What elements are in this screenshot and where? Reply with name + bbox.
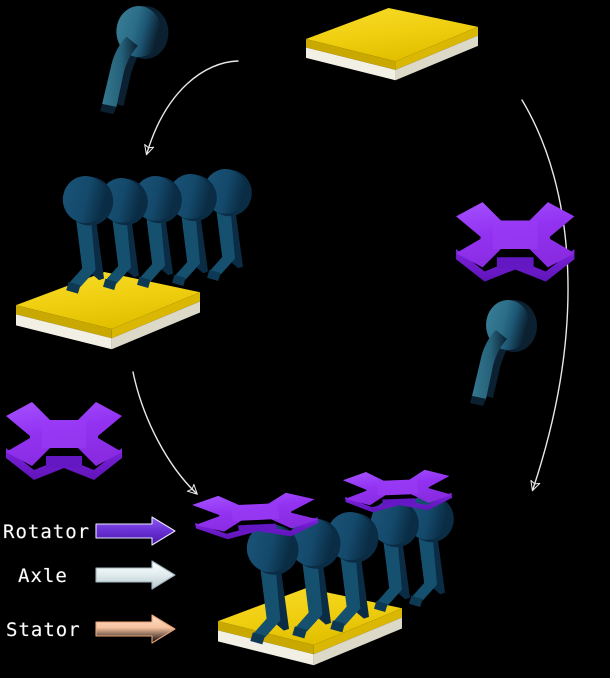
stage-rotator-free-right[interactable] — [456, 202, 575, 282]
legend-label-stator: Stator — [6, 619, 81, 641]
legend-item-axle[interactable]: Axle — [18, 560, 176, 590]
legend-arrow-rotator — [95, 516, 176, 546]
legend: Rotator Axle Stator — [3, 516, 176, 644]
flow-arrows — [132, 60, 569, 495]
stage-assembled-rotors[interactable] — [190, 468, 454, 666]
legend-label-rotator: Rotator — [3, 521, 90, 543]
axle-unit — [370, 500, 419, 612]
legend-label-axle: Axle — [18, 565, 68, 587]
flow-arrow-top-left — [144, 60, 239, 156]
legend-arrow-stator — [95, 614, 176, 644]
flow-arrow-right-big — [521, 99, 569, 492]
legend-item-rotator[interactable]: Rotator — [3, 516, 176, 546]
stage-axle-single-top[interactable] — [100, 6, 169, 115]
stage-stator-slab-top[interactable] — [306, 8, 478, 81]
legend-item-stator[interactable]: Stator — [6, 614, 176, 644]
flow-arrow-bottom-left — [132, 371, 198, 495]
stage-axle-single-right[interactable] — [470, 300, 537, 406]
stage-rotator-free-left[interactable] — [6, 402, 122, 480]
legend-arrow-axle — [95, 560, 176, 590]
stage-axle-monolayer[interactable] — [16, 169, 252, 350]
